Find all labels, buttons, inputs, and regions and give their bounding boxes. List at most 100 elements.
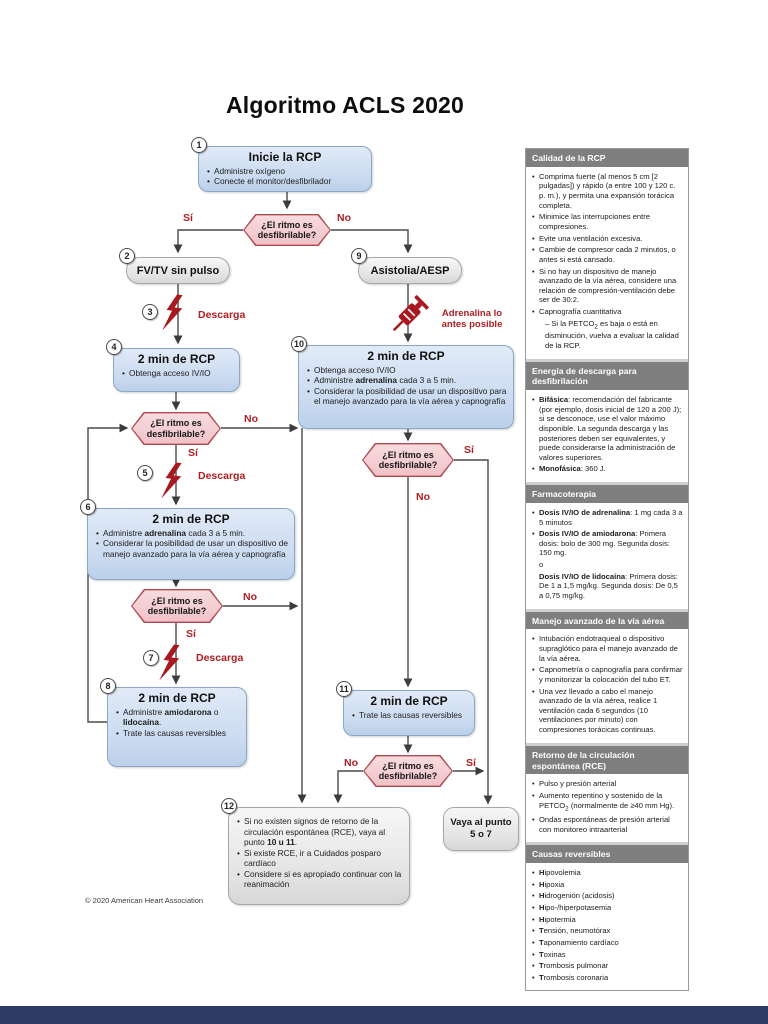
list-item: Una vez llevado a cabo el manejo avanzad… (532, 687, 683, 735)
list-item: Pulso y presión arterial (532, 779, 683, 789)
list-item: Obtenga acceso IV/IO (307, 365, 507, 376)
list-item: Administre oxígeno (207, 166, 365, 177)
sidebar-section-list: HipovolemiaHipoxiaHidrogenión (acidosis)… (532, 868, 683, 982)
sidebar-section: Manejo avanzado de la vía aéreaIntubació… (526, 611, 688, 743)
step-box-10: 2 min de RCP Obtenga acceso IV/IOAdminis… (298, 345, 514, 429)
list-item: Trate las causas reversibles (352, 710, 468, 721)
list-item: Hidrogenión (acidosis) (532, 891, 683, 901)
list-item: Administre adrenalina cada 3 a 5 min. (307, 375, 507, 386)
shock-icon (161, 462, 182, 499)
branch-label-si: Sí (186, 628, 196, 640)
step-bullets: Obtenga acceso IV/IO (120, 368, 233, 379)
sidebar-section-body: Comprima fuerte (al menos 5 cm [2 pulgad… (526, 166, 688, 359)
step-number-badge: 9 (351, 248, 367, 264)
step-number-badge: 3 (142, 304, 158, 320)
list-item: Considerar la posibilidad de usar un dis… (307, 386, 507, 407)
list-item: Dosis IV/IO de amiodarona: Primera dosis… (532, 529, 683, 558)
list-item: Capnografía cuantitativa (532, 307, 683, 317)
goto-5-7-box: Vaya al punto 5 o 7 (443, 807, 519, 851)
list-item: Administre amiodarona o lidocaína. (116, 707, 240, 728)
branch-label-si: Sí (464, 444, 474, 456)
list-item: Dosis IV/IO de adrenalina: 1 mg cada 3 a… (532, 508, 683, 527)
sidebar-section-title: Manejo avanzado de la vía aérea (526, 611, 688, 630)
list-item: Conecte el monitor/desfibrilador (207, 176, 365, 187)
step-box-4: 2 min de RCP Obtenga acceso IV/IO (113, 348, 240, 392)
goto-label: Vaya al punto 5 o 7 (450, 817, 512, 840)
list-item: Taponamiento cardíaco (532, 938, 683, 948)
step-bullets: Obtenga acceso IV/IOAdministre adrenalin… (305, 365, 507, 407)
decision-fill (364, 756, 452, 786)
list-item: Hipoxia (532, 880, 683, 890)
step-number-badge: 7 (143, 650, 159, 666)
shock-icon (162, 294, 183, 331)
step-title: FV/TV sin pulso (136, 264, 220, 277)
decision-fill (244, 215, 330, 245)
decision-text: ¿El ritmo es desfibrilable? (378, 760, 438, 781)
list-item: Intubación endotraqueal o dispositivo su… (532, 634, 683, 663)
step-title: 2 min de RCP (367, 349, 445, 363)
sidebar-section-body: Pulso y presión arterialAumento repentin… (526, 774, 688, 843)
sidebar-section-list: Dosis IV/IO de adrenalina: 1 mg cada 3 a… (532, 508, 683, 601)
sidebar: Calidad de la RCP Comprima fuerte (al men… (525, 148, 689, 992)
sidebar-section-title: Farmacoterapia (526, 485, 688, 503)
decision-rhythm-2: ¿El ritmo es desfibrilable? (131, 412, 221, 445)
step-box-11: 2 min de RCP Trate las causas reversible… (343, 690, 475, 736)
decision-text: ¿El ritmo es desfibrilable? (378, 449, 438, 470)
sidebar-section-title: Calidad de la RCP (526, 149, 688, 167)
step-bullets: Si no existen signos de retorno de la ci… (235, 816, 403, 890)
decision-rhythm-1: ¿El ritmo es desfibrilable? (243, 214, 331, 246)
sidebar-section-list: Pulso y presión arterialAumento repentin… (532, 779, 683, 834)
step-title: 2 min de RCP (370, 694, 448, 708)
step-bullets: Administre amiodarona o lidocaína.Trate … (114, 707, 240, 739)
step-box-1: Inicie la RCP Administre oxígenoConecte … (198, 146, 372, 192)
list-item: Si no hay un dispositivo de manejo avanz… (532, 267, 683, 306)
list-item: Hipo-/hiperpotasemia (532, 903, 683, 913)
list-item: Dosis IV/IO de lidocaína: Primera dosis:… (539, 571, 678, 600)
step-number-badge: 1 (191, 137, 207, 153)
sidebar-section: Calidad de la RCP Comprima fuerte (al men… (526, 149, 688, 359)
step-title: 2 min de RCP (137, 352, 216, 366)
list-item: – Si la PETCO2 es baja o está en disminu… (545, 318, 679, 350)
step-box-6: 2 min de RCP Administre adrenalina cada … (87, 508, 295, 580)
sidebar-section-body: Dosis IV/IO de adrenalina: 1 mg cada 3 a… (526, 502, 688, 609)
sidebar-section-title: Retorno de la circulación espontánea (RC… (526, 745, 688, 775)
step-bullets: Administre adrenalina cada 3 a 5 min.Con… (94, 528, 288, 560)
shock-label: Descarga (198, 470, 246, 482)
sidebar-section: Energía de descarga para desfibrilaciónB… (526, 361, 688, 483)
branch-label-si: Sí (188, 447, 198, 459)
sidebar-section-list: Comprima fuerte (al menos 5 cm [2 pulgad… (532, 172, 683, 351)
list-item: Considere si es apropiado continuar con … (237, 869, 403, 890)
list-item: Si no existen signos de retorno de la ci… (237, 816, 403, 848)
step-number-badge: 10 (291, 336, 307, 352)
copyright-text: © 2020 American Heart Association (85, 896, 204, 905)
page-title: Algoritmo ACLS 2020 (225, 92, 465, 118)
list-item: Trombosis pulmonar (532, 961, 683, 971)
sidebar-section-body: HipovolemiaHipoxiaHidrogenión (acidosis)… (526, 863, 688, 991)
sidebar-section-title: Causas reversibles (526, 845, 688, 864)
branch-label-no: No (243, 591, 257, 603)
syringe-icon (392, 295, 429, 332)
step-number-badge: 11 (336, 681, 352, 697)
list-item: Comprima fuerte (al menos 5 cm [2 pulgad… (532, 172, 683, 211)
list-item: Minimice las interrupciones entre compre… (532, 212, 683, 231)
list-item: Monofásica: 360 J. (532, 464, 683, 474)
branch-label-no: No (337, 212, 351, 224)
step-number-badge: 8 (100, 678, 116, 694)
list-item: Considerar la posibilidad de usar un dis… (96, 538, 288, 559)
list-item: Aumento repentino y sostenido de la PETC… (532, 791, 683, 813)
branch-label-si: Sí (183, 212, 193, 224)
decision-text: ¿El ritmo es desfibrilable? (257, 219, 317, 240)
shock-label: Descarga (198, 309, 246, 321)
sidebar-section: Causas reversiblesHipovolemiaHipoxiaHidr… (526, 845, 688, 991)
step-number-badge: 2 (119, 248, 135, 264)
decision-fill (132, 590, 222, 622)
decision-fill (363, 444, 453, 476)
shock-icon (159, 644, 180, 681)
decision-fill (132, 413, 220, 444)
list-item: Obtenga acceso IV/IO (122, 368, 233, 379)
decision-text: ¿El ritmo es desfibrilable? (146, 418, 206, 439)
list-item: Trombosis coronaria (532, 973, 683, 983)
list-item: Capnometría o capnografía para confirmar… (532, 665, 683, 684)
step-box-2: FV/TV sin pulso (126, 257, 230, 284)
list-item: Si existe RCE, ir a Cuidados posparo car… (237, 848, 403, 869)
